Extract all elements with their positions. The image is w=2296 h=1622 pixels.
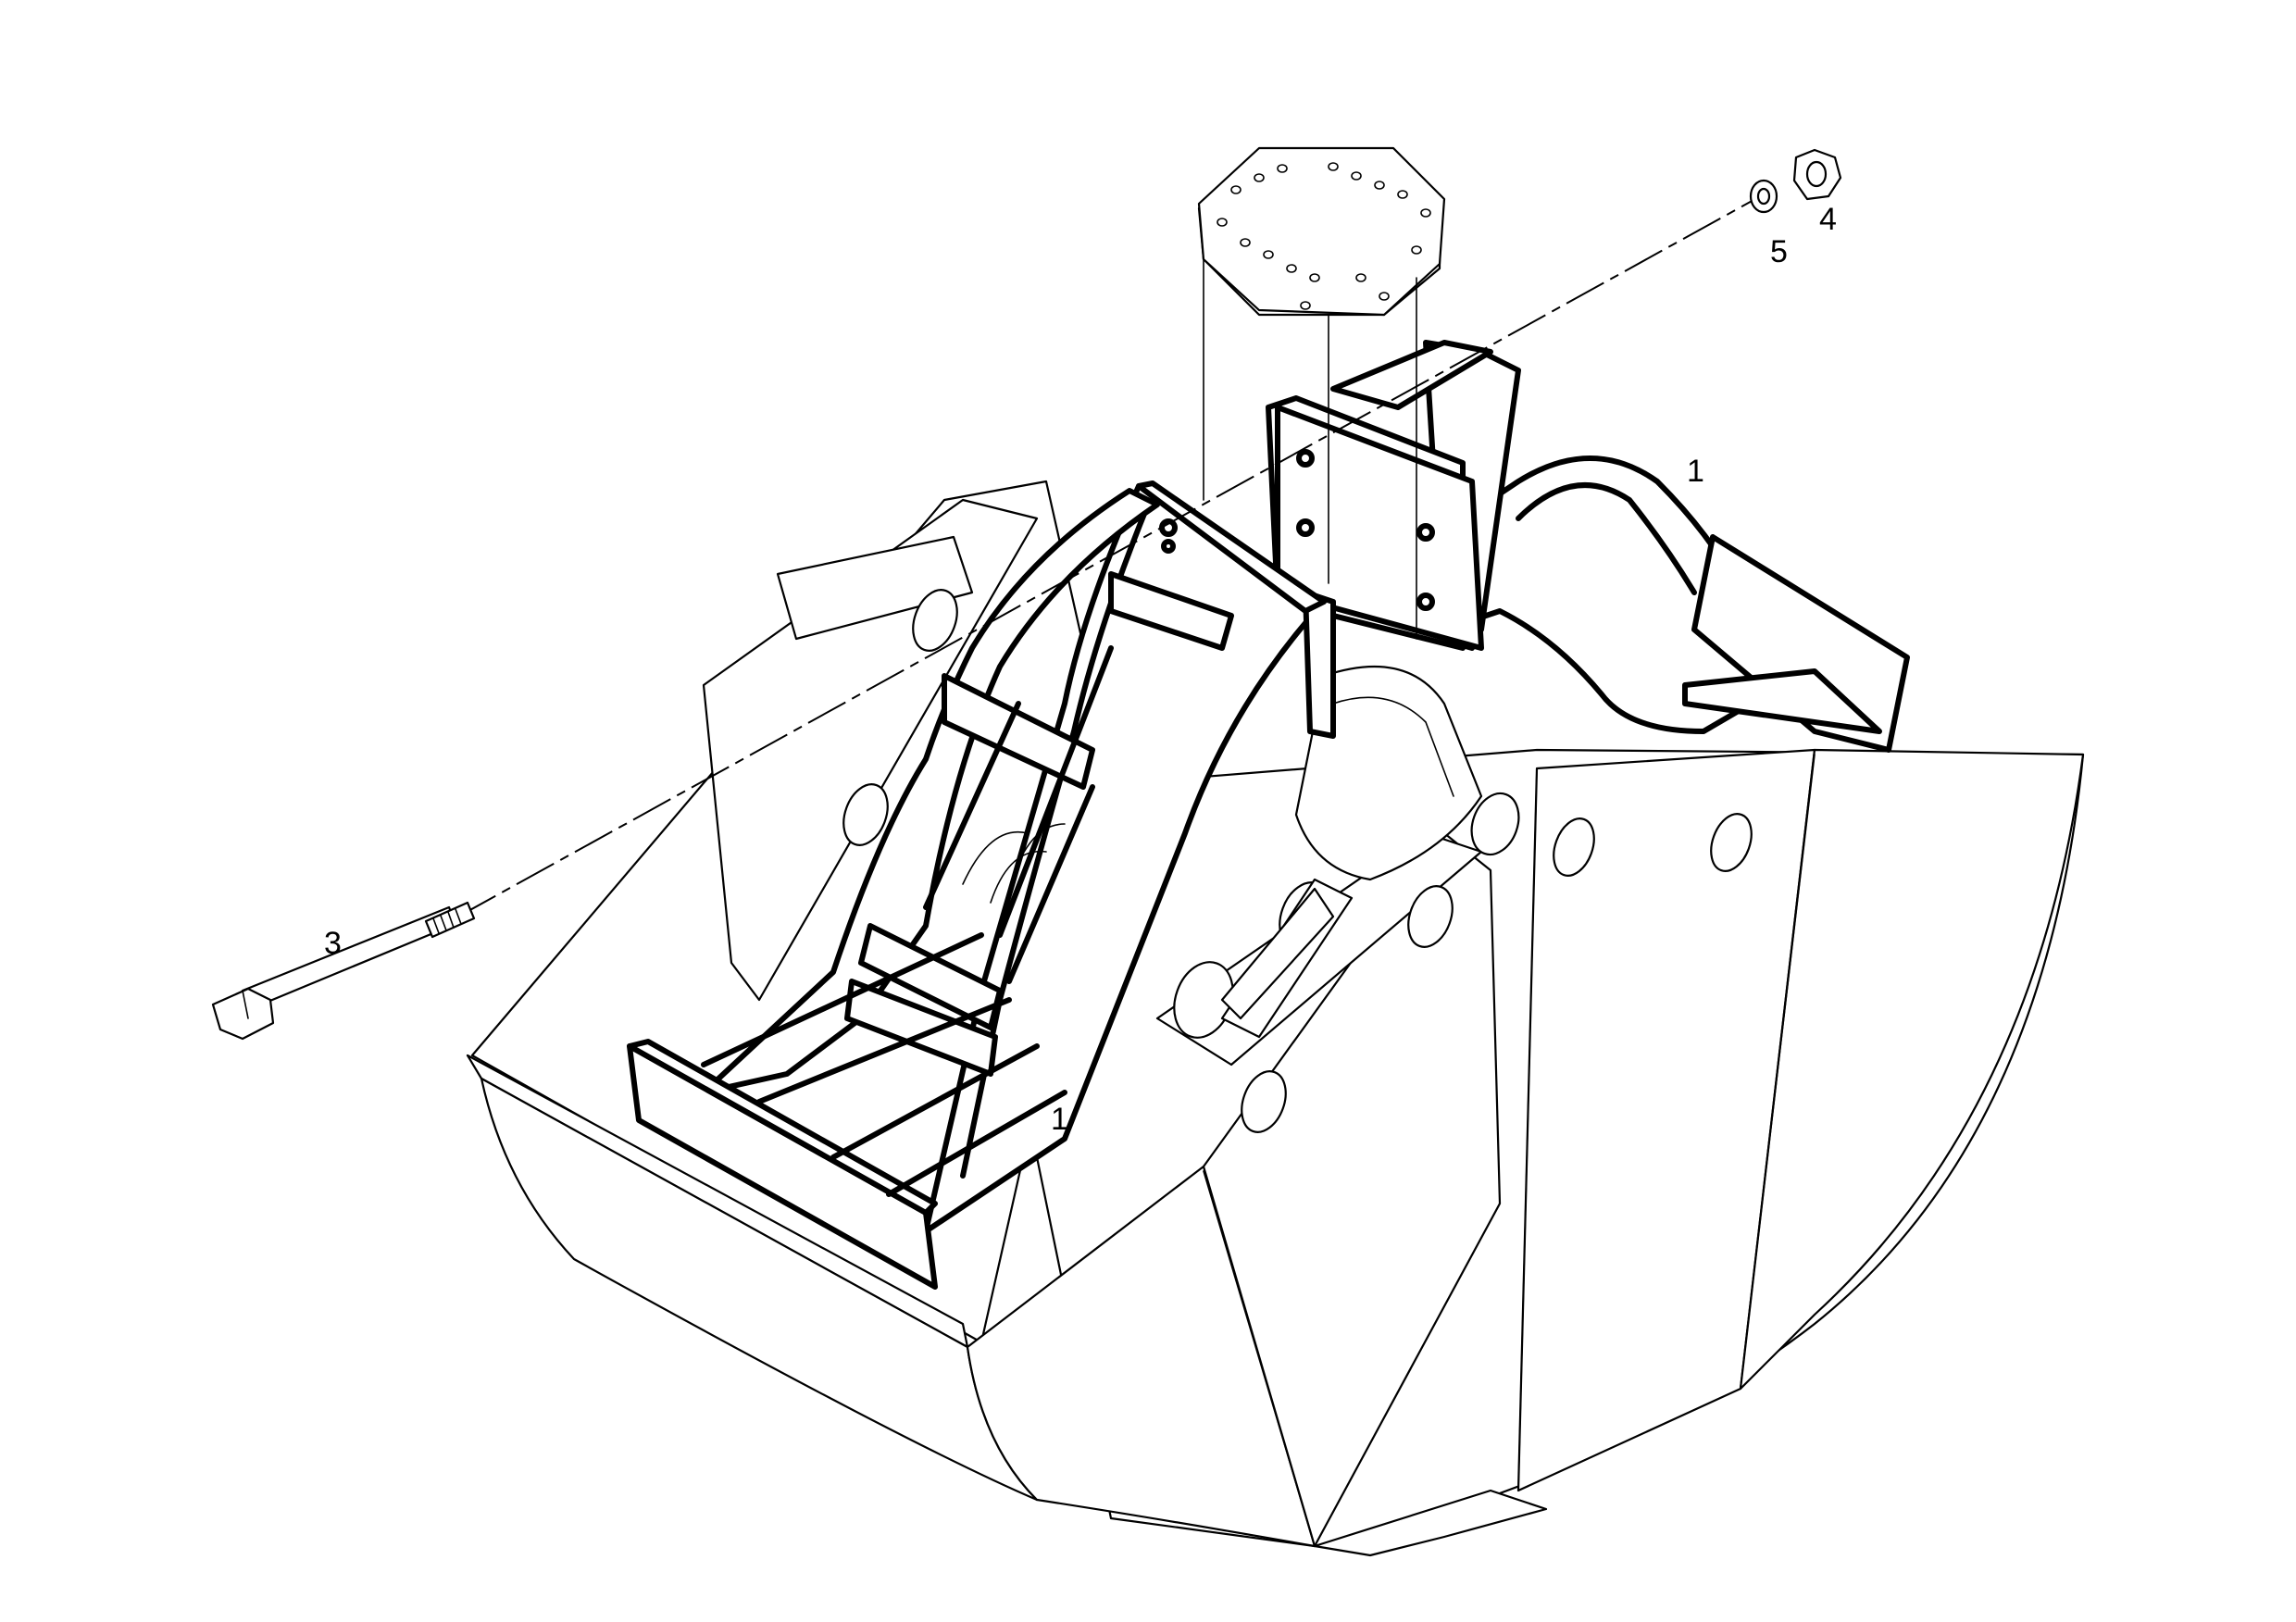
washer-icon <box>1749 179 1778 214</box>
bolt-axis-line <box>457 193 1765 917</box>
callout-frame-lower: 1 <box>1051 1102 1068 1137</box>
callout-nut: 4 <box>1819 202 1837 237</box>
octagon-plate-icon <box>1197 146 1446 640</box>
nut-icon <box>1792 148 1842 201</box>
bolt-icon <box>211 901 476 1041</box>
callout-frame-upper: 1 <box>1687 454 1704 489</box>
frame-lower <box>627 480 1336 1290</box>
frame-upper <box>1266 340 1910 753</box>
callout-bolt: 3 <box>324 926 342 961</box>
bucket-icon <box>466 480 2085 1557</box>
callout-washer: 5 <box>1770 234 1788 269</box>
